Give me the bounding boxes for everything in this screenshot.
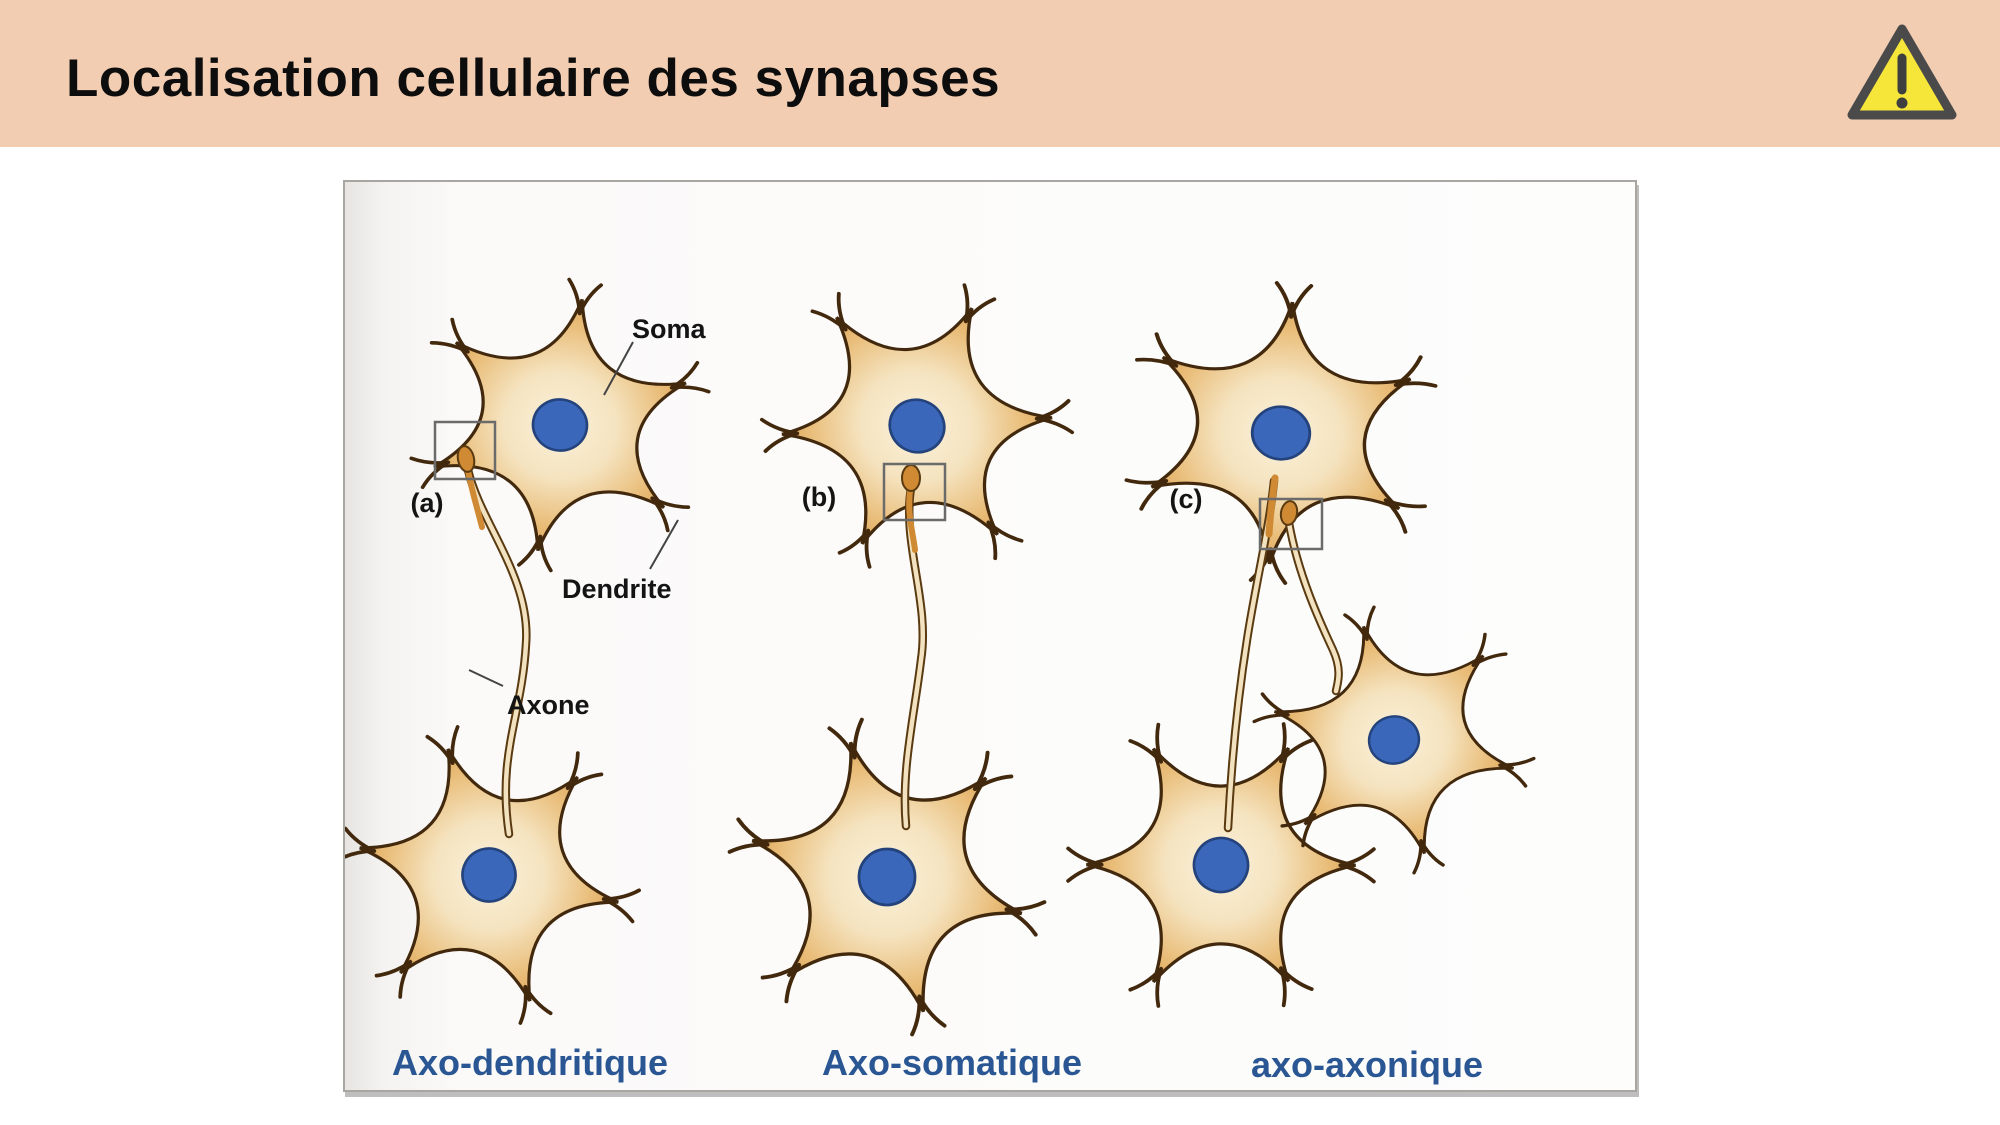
slide-title: Localisation cellulaire des synapses: [66, 49, 1001, 108]
axon-b: [900, 464, 928, 831]
synaptic-bouton-c: [1279, 500, 1299, 526]
neuron-b-presynaptic: [671, 661, 1102, 1090]
caption-axo-somatique: Axo-somatique: [822, 1042, 1082, 1083]
axon-a: [456, 445, 531, 839]
panel-letter-a: (a): [411, 488, 444, 518]
label-dendrite: Dendrite: [562, 574, 672, 604]
synaptic-bouton-b: [901, 464, 921, 492]
panel-letter-b: (b): [802, 482, 836, 512]
title-bar: Localisation cellulaire des synapses: [0, 0, 2000, 147]
neuron-c-top: [1119, 271, 1443, 594]
panel-letter-c: (c): [1170, 484, 1203, 514]
synapse-box-c: [1258, 497, 1324, 551]
axon-c-main: [1223, 474, 1279, 833]
synaptic-bouton-a: [456, 445, 476, 473]
label-soma: Soma: [632, 314, 707, 344]
leader-line-dendrite: [649, 519, 679, 570]
axon-c-terminal: [1279, 500, 1343, 696]
synapse-box-b: [882, 462, 947, 522]
synapse-box-a: [433, 420, 497, 481]
leader-line-axone: [468, 669, 504, 687]
caption-axo-dendritique: Axo-dendritique: [392, 1042, 668, 1083]
warning-icon: [1844, 20, 1960, 126]
neuron-figure: Soma Dendrite Axone (a) (b) (c) Axo-dend…: [345, 182, 1635, 1090]
neuron-a-postsynaptic: [396, 258, 723, 592]
leader-line-soma: [603, 341, 634, 396]
figure-panel: Soma Dendrite Axone (a) (b) (c) Axo-dend…: [343, 180, 1637, 1092]
warning-triangle-icon: [1847, 24, 1957, 120]
caption-axo-axonique: axo-axonique: [1251, 1044, 1483, 1085]
label-axone: Axone: [507, 690, 590, 720]
